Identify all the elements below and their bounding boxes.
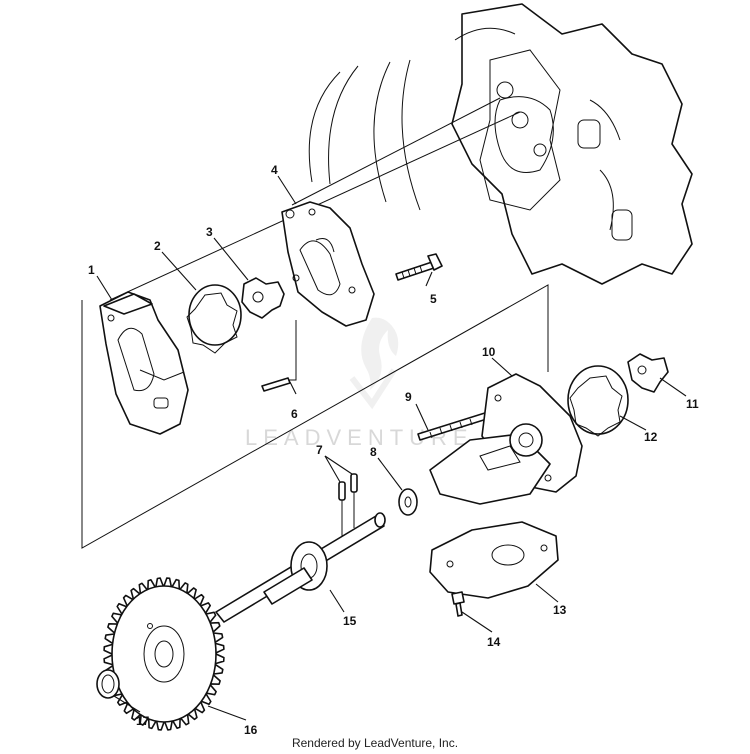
- callout-2: 2: [154, 239, 161, 253]
- outer-rotor-12-part: [567, 365, 629, 437]
- gear-part: [103, 577, 225, 731]
- callout-17: 17: [136, 714, 150, 728]
- callout-9: 9: [405, 390, 412, 404]
- inner-rotor-part: [241, 277, 285, 319]
- callout-3: 3: [206, 225, 213, 239]
- callout-16: 16: [244, 723, 258, 737]
- callout-10: 10: [482, 345, 496, 359]
- o-ring-part: [96, 669, 120, 699]
- bolt-part-5: [395, 253, 443, 281]
- dowel-pin-part: [261, 377, 291, 392]
- callout-11: 11: [686, 397, 699, 411]
- callout-12: 12: [644, 430, 658, 444]
- shaft-part: [215, 512, 386, 623]
- outer-rotor-part: [186, 284, 242, 354]
- pump-body-part: [99, 291, 189, 435]
- rendered-by-credit: Rendered by LeadVenture, Inc.: [291, 736, 459, 750]
- washer-part: [398, 488, 418, 516]
- pins-part: [338, 473, 358, 501]
- callout-14: 14: [487, 635, 501, 649]
- watermark-logo: [349, 317, 399, 410]
- engine-case: [308, 3, 693, 285]
- cover-plate-part: [429, 521, 559, 599]
- callout-6: 6: [291, 407, 298, 421]
- callout-15: 15: [343, 614, 357, 628]
- scavenge-pump-body-part: [429, 373, 583, 505]
- callout-8: 8: [370, 445, 377, 459]
- callout-5: 5: [430, 292, 437, 306]
- callout-1: 1: [88, 263, 95, 277]
- callout-13: 13: [553, 603, 567, 617]
- callout-4: 4: [271, 163, 278, 177]
- callout-7: 7: [316, 443, 323, 457]
- inner-rotor-11-part: [627, 353, 669, 393]
- leader-lines: [96, 175, 687, 721]
- pump-cover-plate-part: [281, 201, 375, 327]
- screw-part: [451, 591, 465, 617]
